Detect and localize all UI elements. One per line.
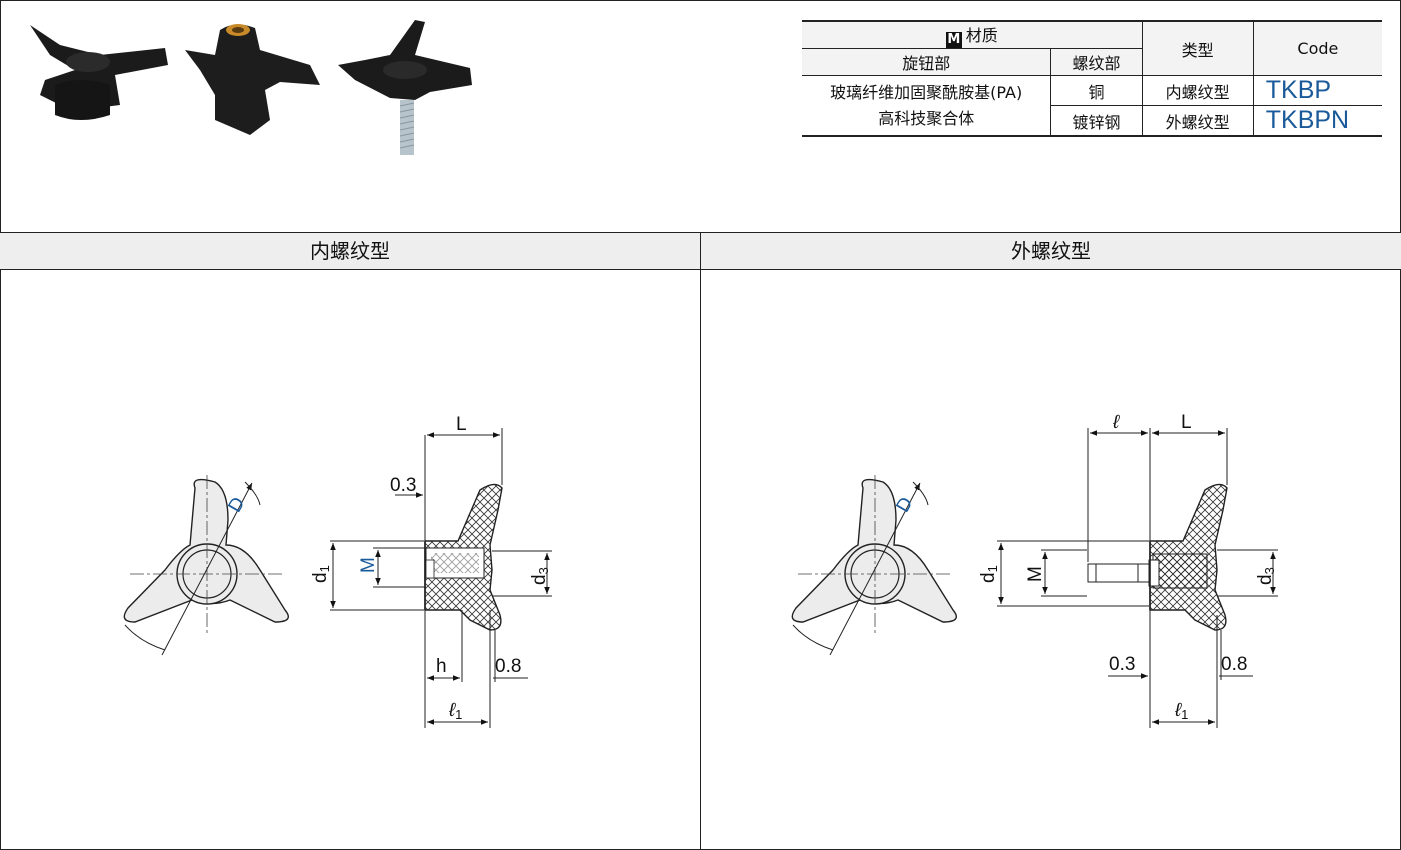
dim-d1-right: d1 xyxy=(978,565,1000,583)
svg-text:M: M xyxy=(358,557,379,573)
knob-photo-1 xyxy=(30,25,168,120)
knob-photo-2 xyxy=(185,24,320,136)
svg-text:d3: d3 xyxy=(1255,567,1277,585)
dim-d3-left: d3 xyxy=(529,567,551,585)
svg-text:d3: d3 xyxy=(529,567,551,585)
dim-M-right: M xyxy=(1025,566,1046,582)
dim-h-left: h xyxy=(436,656,447,677)
knob-header: 旋钮部 xyxy=(802,48,1052,76)
dim-M-left: M xyxy=(358,557,379,573)
type-cell-1: 内螺纹型 xyxy=(1142,75,1254,106)
dim-l1-left: ℓ1 xyxy=(448,700,462,722)
svg-text:d1: d1 xyxy=(310,565,332,583)
dim-d1-left: d1 xyxy=(310,565,332,583)
dim-0.3-left: 0.3 xyxy=(390,475,416,496)
dim-l1-right: ℓ1 xyxy=(1174,700,1188,722)
knob-material-cell: 玻璃纤维加固聚酰胺基(PA) 高科技聚合体 xyxy=(802,75,1052,137)
dimension-lines-internal xyxy=(330,428,552,728)
drawing-internal: D L 0.3 d1 M d3 h 0.8 ℓ1 xyxy=(123,414,552,728)
panel-title-external: 外螺纹型 xyxy=(701,232,1401,270)
top-view-external: D xyxy=(791,475,957,656)
section-view-internal xyxy=(424,483,503,631)
thread-cell-2: 镀锌钢 xyxy=(1050,105,1143,137)
drawing-external: D ℓ L d1 M d3 0.3 xyxy=(791,412,1278,728)
thread-header: 螺纹部 xyxy=(1050,48,1143,76)
dim-0.8-right: 0.8 xyxy=(1221,654,1247,675)
dim-0.3-right: 0.3 xyxy=(1109,654,1135,675)
panel-title-internal: 内螺纹型 xyxy=(0,232,700,270)
knob-photo-3 xyxy=(338,20,472,155)
thread-cell-1: 铜 xyxy=(1050,75,1143,106)
dimension-lines-external xyxy=(997,428,1278,728)
type-cell-2: 外螺纹型 xyxy=(1142,105,1254,137)
section-view-external xyxy=(1087,483,1228,631)
top-view-internal: D xyxy=(123,475,289,656)
code-cell-2: TKBPN xyxy=(1253,105,1382,137)
dim-L-right: L xyxy=(1181,412,1192,433)
panel-divider xyxy=(700,232,701,850)
dim-L-left: L xyxy=(456,414,467,435)
dim-0.8-left: 0.8 xyxy=(495,656,521,677)
code-header: Code xyxy=(1253,21,1382,76)
svg-text:M: M xyxy=(1025,566,1046,582)
type-header: 类型 xyxy=(1142,21,1254,76)
dim-d3-right: d3 xyxy=(1255,567,1277,585)
dim-l-right: ℓ xyxy=(1112,412,1120,433)
code-cell-1: TKBP xyxy=(1253,75,1382,106)
svg-text:d1: d1 xyxy=(978,565,1000,583)
product-photos xyxy=(30,20,472,155)
material-badge-icon: M xyxy=(945,32,962,48)
